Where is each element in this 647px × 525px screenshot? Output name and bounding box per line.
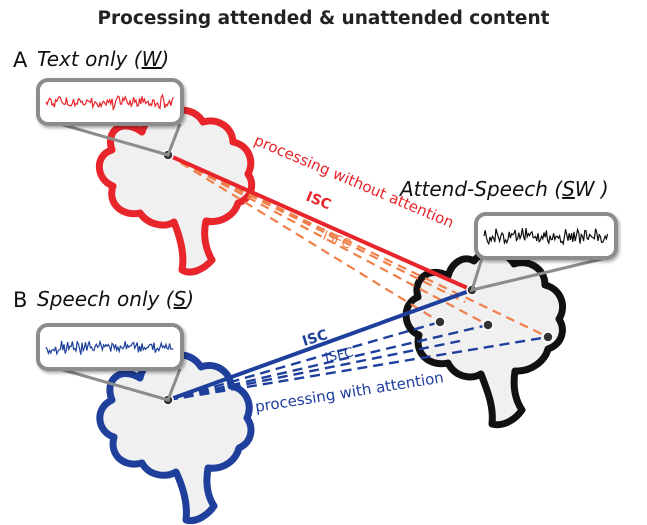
brain-speech-only	[96, 351, 255, 525]
signal-wave-speech-only	[45, 339, 174, 356]
node-attend-4	[542, 331, 554, 343]
node-attend-2	[434, 316, 446, 328]
panel-a-name: Text only (W)	[37, 47, 170, 71]
signal-box-speech-only	[36, 323, 184, 371]
label-with-attention: processing with attention	[254, 368, 445, 416]
brain-attend-speech	[402, 248, 566, 429]
panel-a-letter: A	[13, 48, 28, 72]
panel-b-name: Speech only (S)	[37, 287, 195, 311]
signal-wave-text-only	[45, 93, 174, 111]
signal-box-text-only	[36, 78, 184, 126]
attend-speech-name: Attend-Speech (SW )	[400, 177, 609, 201]
signal-box-attend-speech	[474, 212, 618, 260]
node-attend-3	[482, 319, 494, 331]
callout-pointers	[59, 122, 607, 402]
isc-line-text-only	[167, 153, 473, 292]
signal-wave-attend-speech	[483, 227, 609, 246]
brain-text-only	[95, 106, 256, 276]
label-isc-top: ISC	[304, 189, 334, 213]
isfc-lines-speech-only	[167, 320, 549, 402]
isc-line-speech-only	[167, 288, 473, 402]
isfc-lines-text-only	[167, 154, 549, 338]
panel-b-letter: B	[13, 288, 28, 312]
label-isfc-top: ISFC	[321, 229, 353, 253]
figure-title: Processing attended & unattended content	[97, 8, 550, 29]
label-isc-bottom: ISC	[300, 327, 329, 350]
label-without-attention: processing without attention	[251, 131, 456, 232]
label-isfc-bottom: ISFC	[324, 345, 355, 366]
